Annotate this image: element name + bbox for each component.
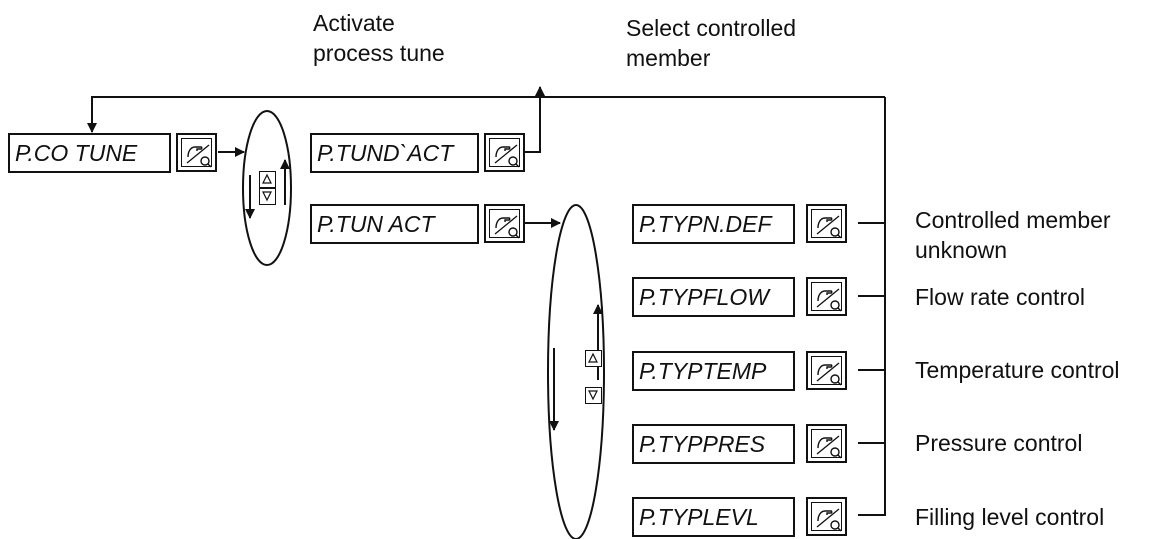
enter-key-act[interactable] (484, 204, 525, 243)
selector-loop-2 (547, 204, 605, 539)
selector-loop-1 (242, 110, 292, 266)
display-type-flow: P.TYPFLOW (632, 277, 795, 317)
top-return-line (87, 96, 885, 133)
desc-temp: Temperature control (915, 357, 1120, 383)
heading-select-line1: Select controlled (626, 15, 797, 41)
selector-2-down-button[interactable] (585, 387, 602, 404)
desc-pres: Pressure control (915, 430, 1083, 456)
loop-line (858, 97, 886, 516)
enter-key-pres[interactable] (806, 424, 847, 463)
heading-activate-line1: Activate (313, 10, 395, 36)
up-arrow-icon (588, 352, 598, 363)
hand-key-icon (489, 209, 520, 239)
selector-1-down-button[interactable] (259, 188, 276, 205)
enter-key-temp[interactable] (806, 351, 847, 390)
desc-levl: Filling level control (915, 504, 1105, 530)
display-p-tund-act: P.TUND`ACT (310, 133, 479, 173)
display-pco-tune: P.CO TUNE (8, 133, 171, 173)
up-arrow-icon (262, 173, 272, 184)
selector-1-up-button[interactable] (259, 171, 276, 188)
down-arrow-icon (262, 191, 272, 202)
desc-ndef-line1: Controlled member (915, 207, 1111, 233)
deact-up-line (525, 86, 545, 153)
desc-ndef: Controlled member unknown (915, 205, 1111, 265)
hand-key-icon (811, 429, 842, 459)
display-type-levl: P.TYPLEVL (632, 497, 795, 537)
display-p-tun-act: P.TUN ACT (310, 204, 479, 244)
enter-key-flow[interactable] (806, 277, 847, 316)
enter-key-deact[interactable] (484, 133, 525, 172)
desc-flow: Flow rate control (915, 284, 1086, 310)
hand-key-icon (811, 356, 842, 386)
heading-activate-line2: process tune (313, 40, 445, 66)
hand-key-icon (811, 209, 842, 239)
display-type-ndef: P.TYPN.DEF (632, 204, 795, 244)
heading-activate: Activate process tune (313, 8, 445, 68)
enter-key-levl[interactable] (806, 497, 847, 536)
hand-key-icon (811, 502, 842, 532)
hand-key-icon (811, 282, 842, 312)
display-type-pres: P.TYPPRES (632, 424, 795, 464)
display-type-temp: P.TYPTEMP (632, 351, 795, 391)
heading-select-line2: member (626, 45, 711, 71)
enter-key-ndef[interactable] (806, 204, 847, 243)
hand-key-icon (181, 138, 212, 168)
hand-key-icon (489, 138, 520, 168)
down-arrow-icon (588, 390, 598, 401)
heading-select: Select controlled member (626, 13, 796, 73)
desc-ndef-line2: unknown (915, 237, 1008, 263)
enter-key-main[interactable] (176, 133, 217, 172)
selector-2-up-button[interactable] (585, 350, 602, 367)
